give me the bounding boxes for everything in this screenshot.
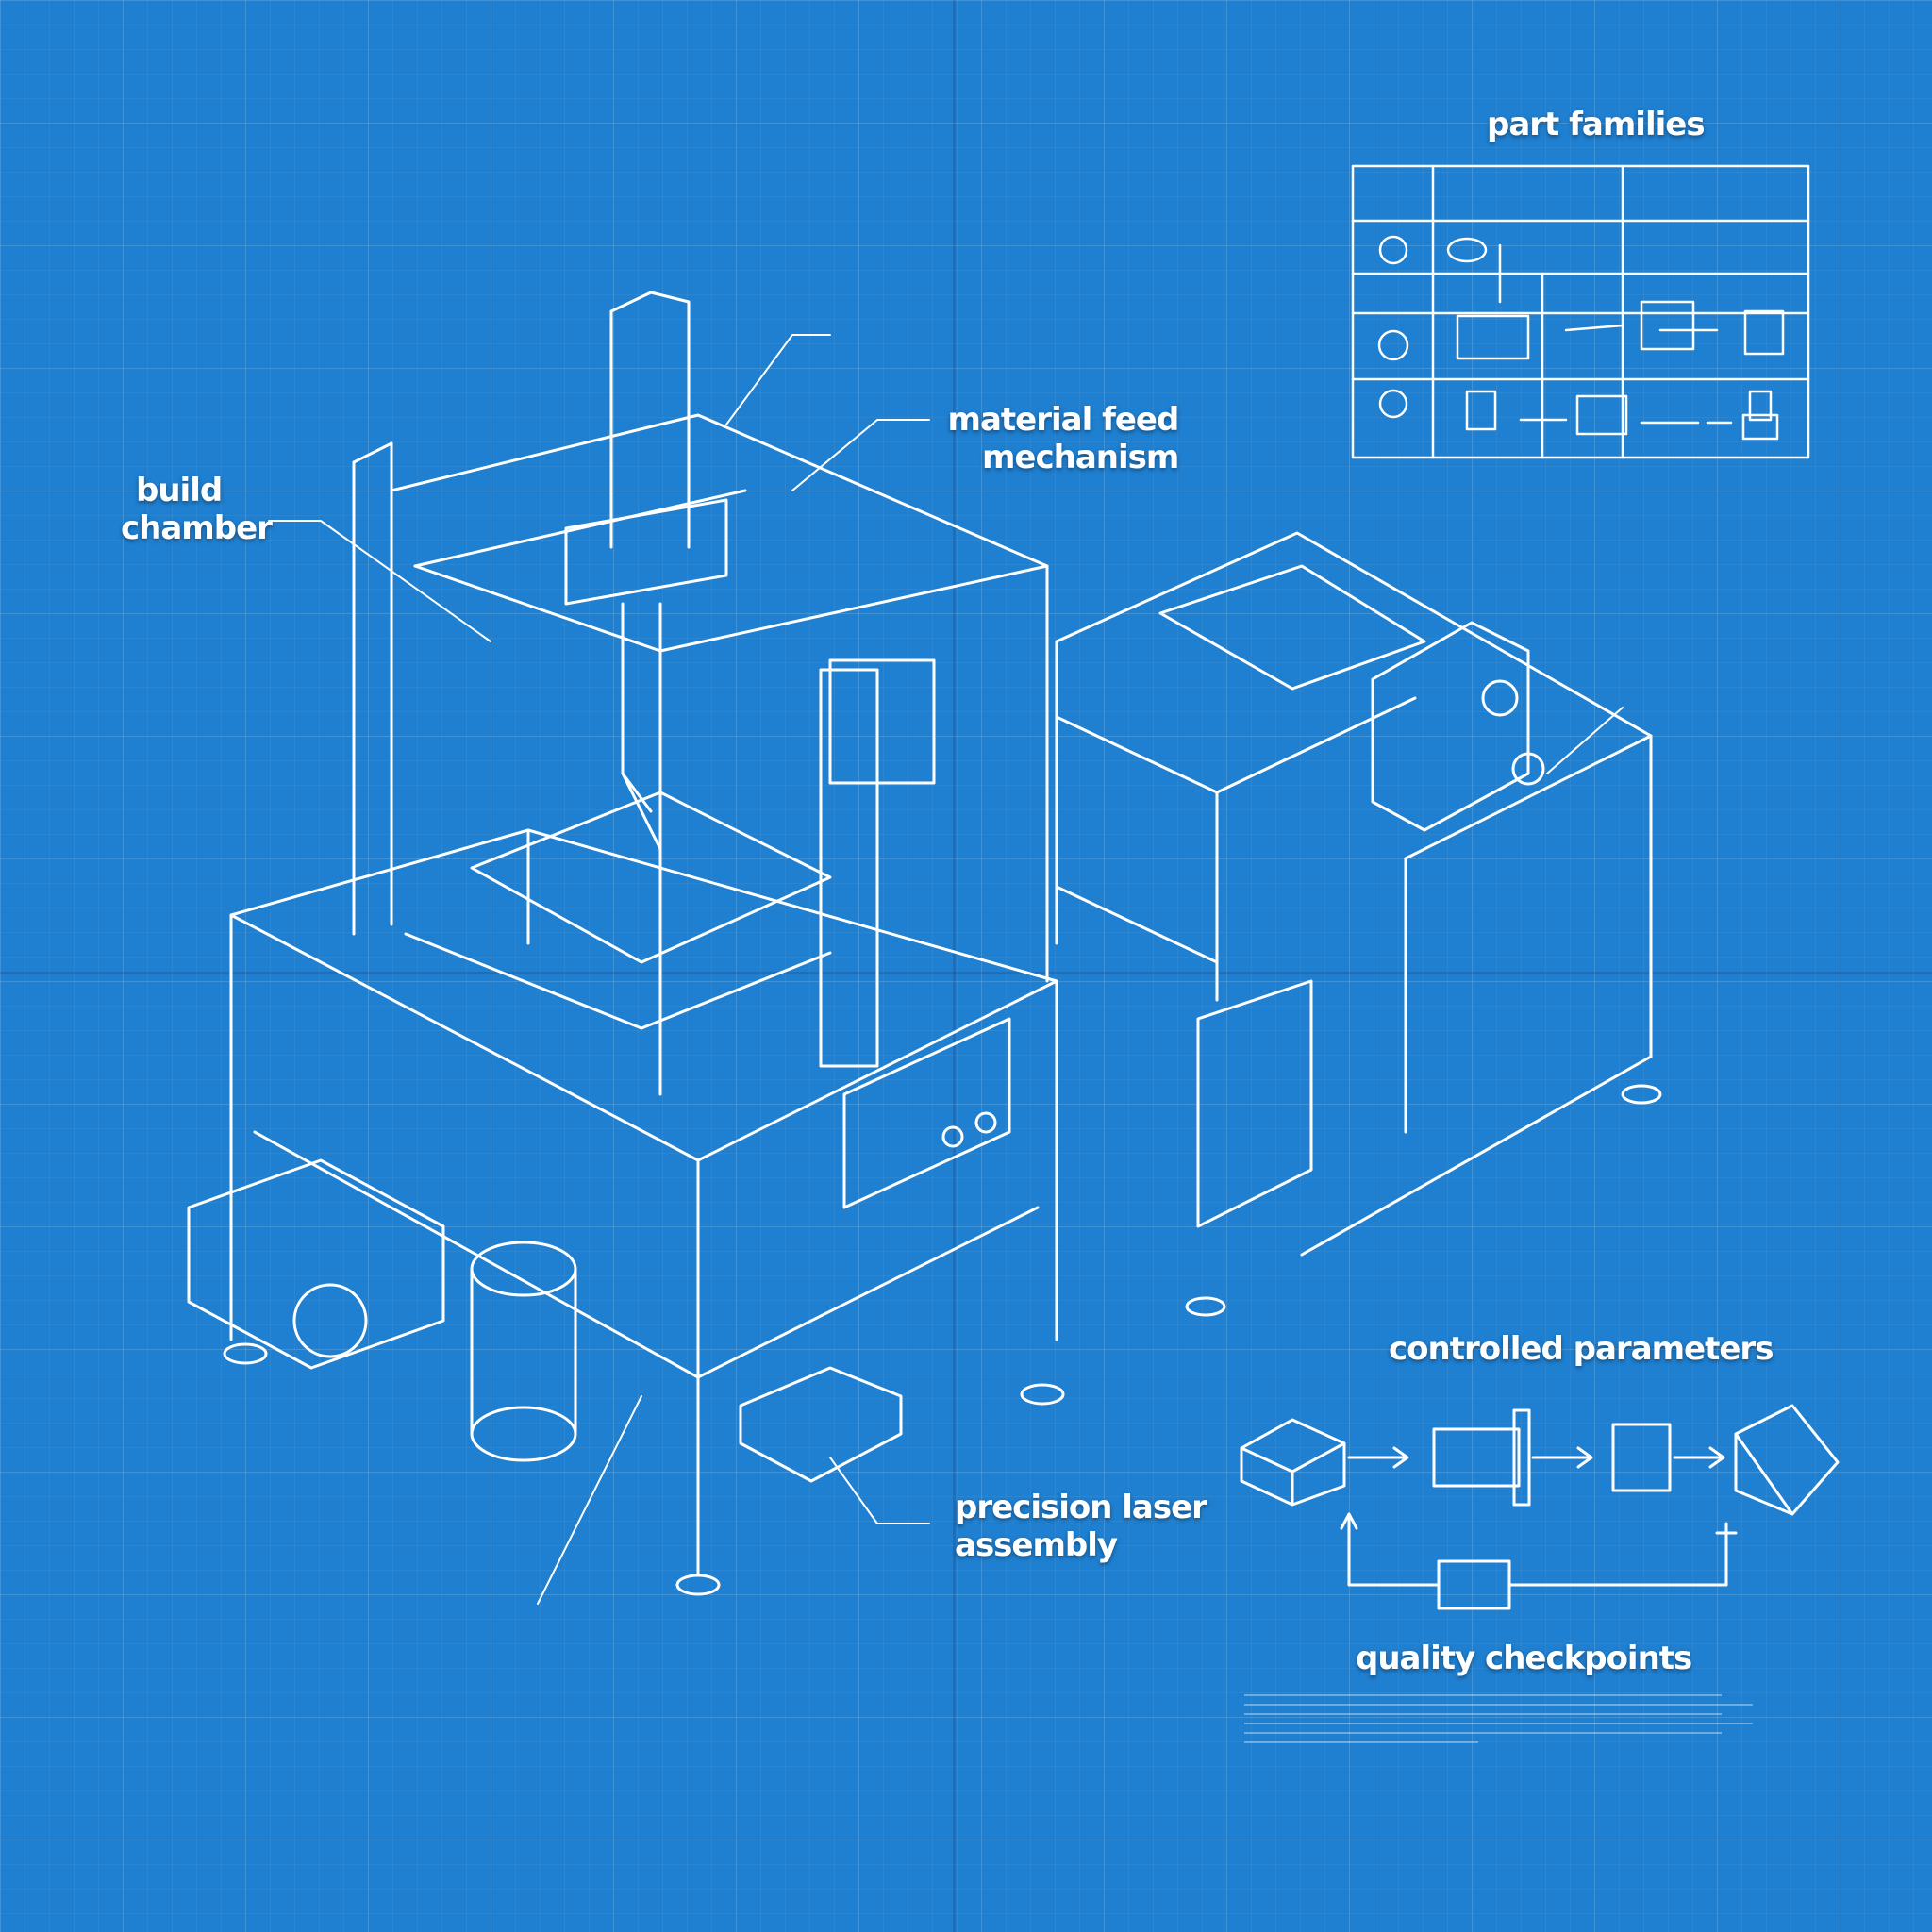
part-families-title: part families — [1487, 106, 1706, 143]
parameter-flow — [1240, 1404, 1840, 1610]
illegible-notes-block — [1244, 1687, 1763, 1751]
precision-laser-line2: assembly — [955, 1526, 1118, 1564]
paper-fold — [953, 0, 956, 1932]
material-feed-label: material feed mechanism — [940, 401, 1180, 476]
precision-laser-label: precision laser assembly — [955, 1489, 1208, 1564]
quality-checkpoints-title: quality checkpoints — [1356, 1640, 1692, 1677]
material-feed-line1: material feed — [947, 401, 1180, 439]
illegible-text-line — [1244, 1741, 1478, 1743]
additive-machine — [187, 291, 1662, 1596]
illegible-text-line — [1244, 1723, 1753, 1724]
illegible-text-line — [1244, 1704, 1753, 1706]
leader-lines — [268, 334, 1624, 1605]
illegible-text-line — [1244, 1694, 1722, 1696]
illegible-text-line — [1244, 1713, 1722, 1715]
material-feed-line2: mechanism — [982, 439, 1179, 476]
paper-fold — [0, 972, 1932, 974]
build-chamber-label: build chamber — [121, 472, 273, 547]
precision-laser-line1: precision laser — [955, 1489, 1208, 1526]
build-chamber-line1: build — [136, 472, 223, 509]
build-chamber-line2: chamber — [121, 509, 273, 547]
part-families-table — [1351, 164, 1810, 459]
illegible-text-line — [1244, 1732, 1722, 1734]
controlled-parameters-title: controlled parameters — [1389, 1330, 1774, 1368]
